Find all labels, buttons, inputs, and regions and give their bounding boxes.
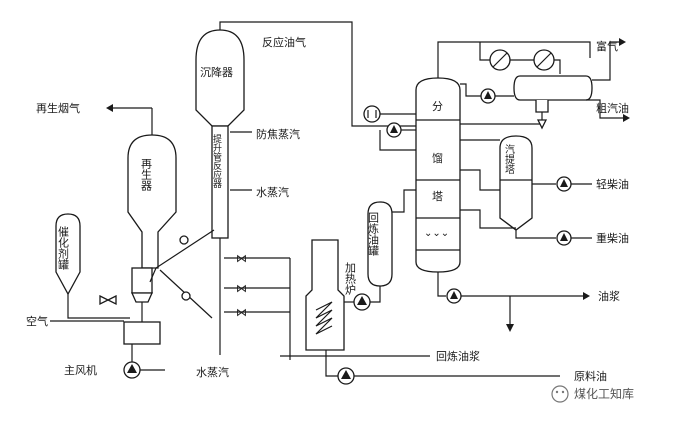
spent-catalyst-line (149, 229, 215, 283)
slurry-arrow-icon (583, 292, 590, 300)
heating-furnace (305, 239, 345, 351)
valve-icon: ⋈ (236, 282, 247, 295)
svg-text:⌄⌄⌄: ⌄⌄⌄ (424, 228, 449, 239)
stripper-label: 汽提塔 (503, 143, 515, 175)
reflux-return (460, 83, 481, 97)
fractionator-label-top: 分 (432, 100, 443, 113)
feed-to-furnace (325, 350, 338, 377)
reaction-oil-gas-label: 反应油气 (262, 35, 306, 49)
pump-impeller-icon (390, 125, 398, 133)
reflux-drum (513, 75, 593, 113)
anticoking-steam-label: 防焦蒸汽 (256, 127, 300, 141)
valve-icon (536, 119, 548, 130)
crude-gasoline-line (586, 99, 624, 119)
stripper-vapor-return (460, 169, 500, 191)
recycle-slurry-label: 回炼油浆 (436, 349, 480, 363)
furnace-label: 加热炉 (344, 262, 357, 296)
heavy-diesel-line (515, 230, 556, 239)
regenerator-vessel (123, 134, 177, 345)
valve-icon: ⋈ (236, 252, 247, 265)
settler-label: 沉降器 (200, 65, 233, 79)
rich-gas-label: 富气 (596, 39, 618, 53)
pump-impeller-icon (357, 296, 367, 305)
reaction-gas-to-column (351, 100, 416, 127)
fractionator-label-mid: 馏 (432, 151, 443, 165)
pump-impeller-icon (450, 291, 458, 299)
cooler-icon (363, 105, 381, 123)
catalyst-tank (55, 213, 81, 296)
fractionator-label-low: 塔 (432, 190, 443, 203)
fractionator-column: ⌄⌄⌄ (415, 77, 461, 273)
pump-impeller-icon (341, 370, 351, 379)
catalyst-line (67, 294, 130, 319)
feed-oil-label: 原料油 (574, 369, 607, 383)
reaction-gas-line (219, 21, 353, 100)
rich-gas-arrow-icon (619, 38, 626, 46)
recycle-oil-tank-label: 回炼油罐 (367, 212, 380, 257)
crude-gasoline-label: 粗汽油 (596, 101, 629, 115)
flue-gas-arrow-icon (106, 104, 113, 112)
pump-impeller-icon (484, 91, 492, 99)
stripper-column (499, 135, 533, 231)
settler-vessel (195, 29, 245, 239)
heavy-diesel-label: 重柴油 (596, 231, 629, 245)
regenerator-label: 再生器 (140, 158, 153, 192)
valve-icon (106, 294, 117, 306)
condenser-line (554, 59, 561, 74)
recycle-from-column (392, 189, 416, 213)
steam-mid-label: 水蒸汽 (256, 185, 289, 199)
pump-impeller-icon (560, 233, 568, 241)
riser-label: 提升管反应器 (211, 134, 222, 188)
heavy-diesel-draw (460, 209, 516, 229)
slurry-oil-label: 油浆 (598, 289, 620, 303)
flue-gas-label: 再生烟气 (36, 101, 80, 115)
valve-icon: ⋈ (236, 306, 247, 319)
main-blower-label: 主风机 (64, 363, 97, 377)
crude-gasoline-arrow-icon (623, 114, 630, 122)
catalyst-tank-label: 催化剂罐 (57, 225, 70, 271)
valve-icon (99, 294, 110, 306)
light-diesel-label: 轻柴油 (596, 177, 629, 191)
watermark-text: 煤化工知库 (574, 386, 634, 401)
overhead-line (437, 41, 591, 78)
bottoms-line (437, 272, 446, 297)
rich-gas-line (592, 41, 620, 81)
slurry-recycle-arrow-icon (506, 324, 514, 332)
condenser-line (479, 42, 490, 61)
drum-to-column (460, 112, 543, 125)
recycle-pump-line (370, 286, 381, 303)
pump-impeller-icon (560, 179, 568, 187)
steam-bottom-label: 水蒸汽 (196, 365, 229, 379)
watermark-logo (551, 385, 569, 403)
recycle-oil-tank (367, 201, 393, 287)
air-label: 空气 (26, 314, 48, 328)
pumparound-loop (379, 130, 416, 151)
valve-icon (179, 235, 189, 245)
main-blower-impeller-icon (127, 364, 137, 373)
valve-icon (181, 291, 191, 301)
